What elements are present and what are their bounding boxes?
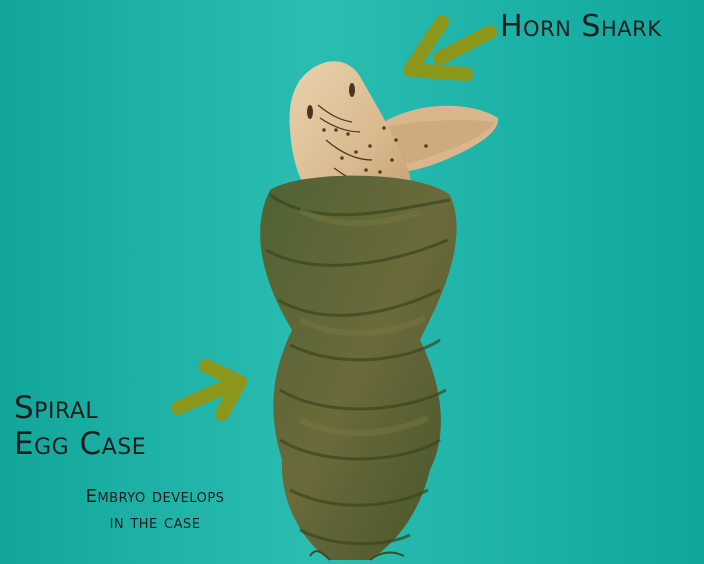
embryo-caption: Embryo develops in the case bbox=[40, 484, 270, 536]
embryo-caption-line2: in the case bbox=[40, 510, 270, 536]
spiral-label-line1: Spiral bbox=[14, 390, 146, 426]
embryo-caption-line1: Embryo develops bbox=[40, 484, 270, 510]
horn-shark-label: Horn Shark bbox=[500, 12, 662, 42]
spiral-egg-case-label: Spiral Egg Case bbox=[14, 390, 146, 462]
spiral-label-line2: Egg Case bbox=[14, 426, 146, 462]
